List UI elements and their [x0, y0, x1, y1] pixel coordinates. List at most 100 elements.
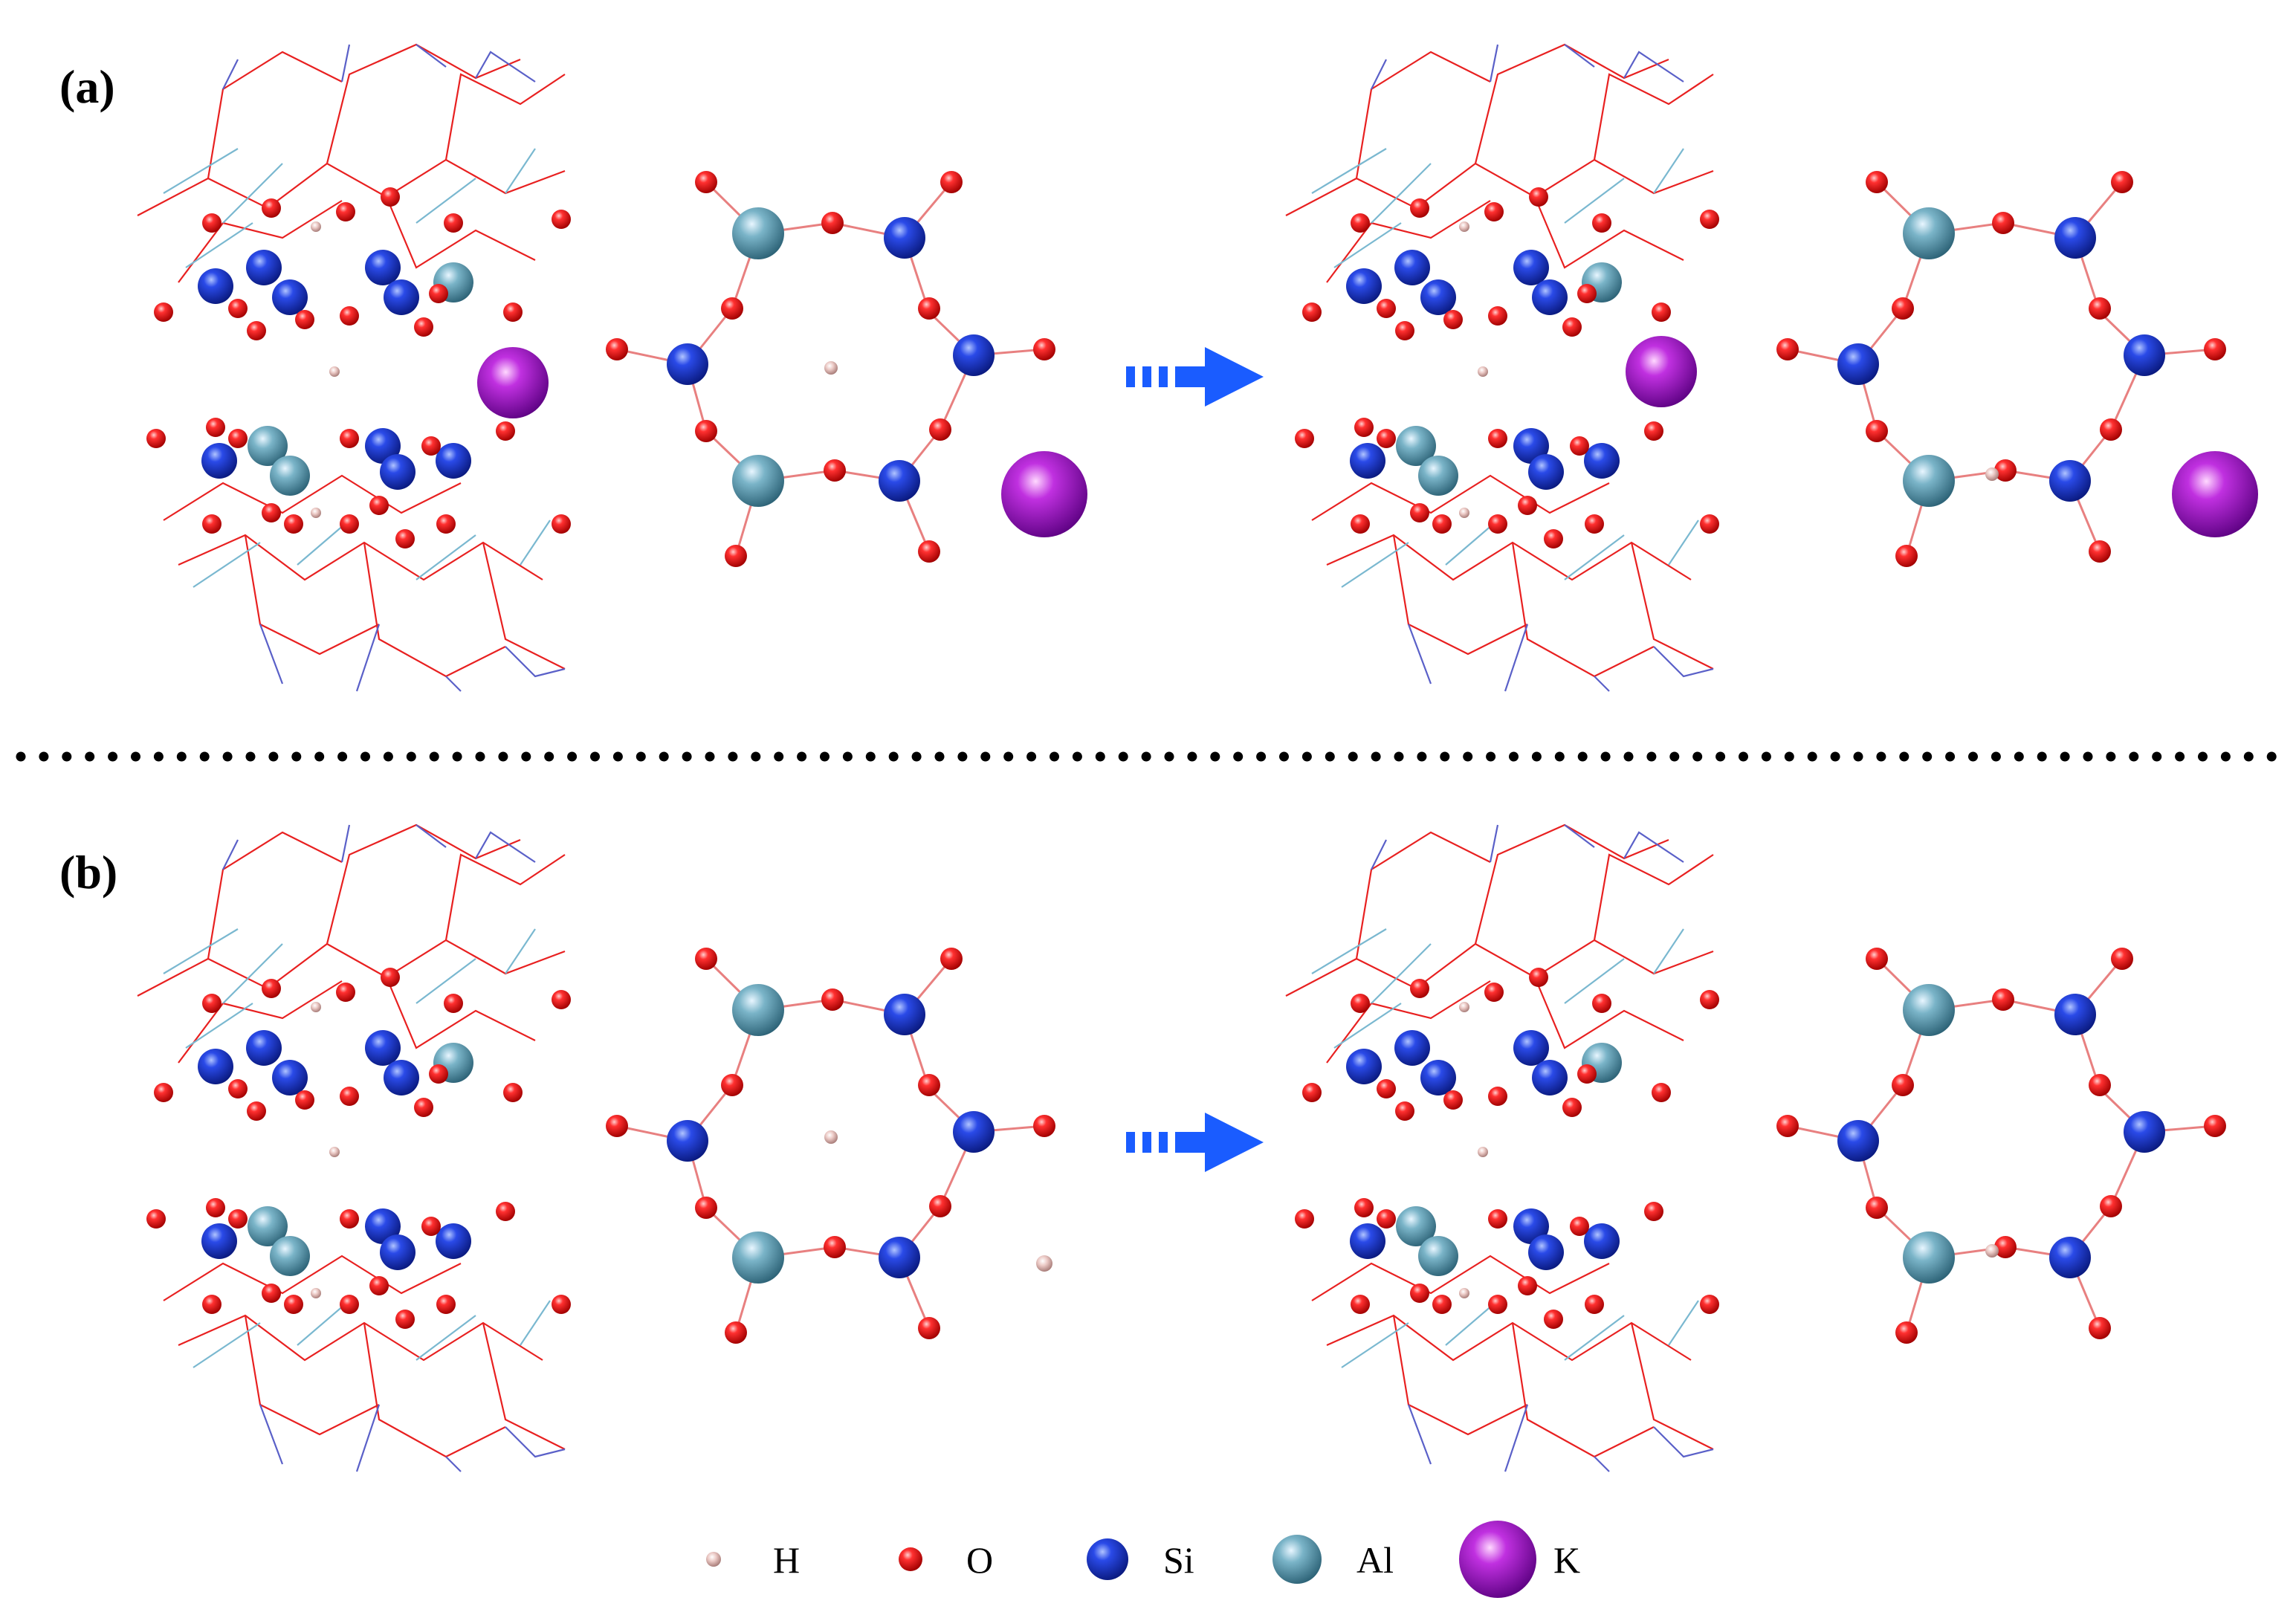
framework-wire	[137, 43, 566, 692]
legend-O-label: O	[966, 1539, 993, 1581]
separator-dot	[452, 751, 462, 762]
O-atom	[1377, 429, 1396, 448]
O-atom	[552, 210, 571, 229]
O-atom	[1488, 1209, 1507, 1229]
Si-atom	[1513, 1208, 1549, 1244]
O-atom	[1562, 317, 1582, 337]
separator-dot	[1784, 751, 1794, 762]
O-atom	[2204, 1115, 2226, 1137]
O-atom	[824, 1236, 846, 1258]
Al-atom	[1418, 456, 1458, 496]
Si-atom	[384, 279, 419, 315]
separator-dot	[659, 751, 669, 762]
separator-dot	[1715, 751, 1726, 762]
O-atom	[206, 418, 225, 437]
O-atom	[552, 990, 571, 1009]
Si-atom	[2049, 1237, 2091, 1278]
separator-dot	[1554, 751, 1565, 762]
separator-dot	[2198, 751, 2208, 762]
separator-dot	[1853, 751, 1863, 762]
H-atom	[311, 221, 321, 232]
O-atom	[202, 994, 221, 1013]
separator-dot	[1325, 751, 1335, 762]
O-atom	[2089, 540, 2111, 563]
separator-dot	[2014, 751, 2024, 762]
Si-atom	[1513, 428, 1549, 464]
H-atom	[1985, 467, 1999, 481]
separator-dot	[1577, 751, 1588, 762]
separator-dot	[1095, 751, 1105, 762]
O-atom	[202, 213, 221, 233]
O-atom	[262, 979, 281, 998]
O-atom	[1488, 306, 1507, 326]
O-atom	[2100, 418, 2122, 441]
legend-Si-label: Si	[1163, 1539, 1194, 1581]
Si-atom	[365, 250, 401, 285]
O-atom	[503, 302, 523, 322]
Si-atom	[1346, 1049, 1382, 1084]
O-atom	[154, 1083, 173, 1102]
O-atom	[262, 503, 281, 522]
O-atom	[146, 429, 166, 448]
separator-dot	[1807, 751, 1817, 762]
O-atom	[228, 1209, 248, 1229]
H-atom	[824, 1130, 838, 1144]
O-atom	[695, 1197, 717, 1219]
Al-atom	[1903, 1232, 1955, 1284]
O-atom	[1577, 1064, 1597, 1084]
Si-atom	[1532, 279, 1568, 315]
O-atom	[1484, 983, 1504, 1002]
separator-dot	[980, 751, 991, 762]
separator-dot	[1623, 751, 1634, 762]
Al-atom	[1903, 455, 1955, 507]
O-atom	[1994, 459, 2017, 482]
legend-H-label: H	[773, 1539, 800, 1581]
Si-atom	[884, 217, 925, 259]
transition-arrow-a	[1126, 347, 1264, 407]
H-atom	[1478, 366, 1488, 377]
legend: H O Si Al K	[706, 1521, 1580, 1598]
Si-atom	[884, 994, 925, 1035]
O-atom	[1354, 1198, 1374, 1217]
separator-dot	[797, 751, 807, 762]
H-atom	[1459, 1288, 1469, 1298]
separator-dot	[1141, 751, 1151, 762]
separator-dot	[1050, 751, 1059, 762]
cluster-structure-b-initial	[137, 823, 571, 1472]
Si-atom	[1837, 343, 1879, 385]
Si-atom	[272, 1060, 308, 1095]
O-atom	[228, 1079, 248, 1098]
Si-atom	[1528, 1234, 1564, 1270]
separator-dot	[222, 751, 233, 762]
separator-dot	[521, 751, 531, 762]
separator-dot	[314, 751, 325, 762]
separator-dot	[1371, 751, 1381, 762]
Si-atom	[1584, 443, 1620, 479]
separator-dot	[1876, 751, 1886, 762]
legend-O-swatch	[899, 1547, 922, 1571]
H-atom	[824, 361, 838, 375]
separator-dot	[1118, 751, 1128, 762]
separator-dot	[2243, 751, 2254, 762]
Si-atom	[272, 279, 308, 315]
separator-dot	[2083, 751, 2093, 762]
O-atom	[1892, 1074, 1914, 1096]
separator-dot	[1003, 751, 1014, 762]
H-atom	[1459, 221, 1469, 232]
O-atom	[1351, 514, 1370, 534]
O-atom	[1410, 1284, 1429, 1303]
Si-atom	[1513, 250, 1549, 285]
Al-atom	[248, 1206, 288, 1246]
O-atom	[1544, 529, 1563, 548]
separator-dot	[2037, 751, 2047, 762]
separator-dot	[1692, 751, 1703, 762]
ring-structure-b-final	[1776, 948, 2226, 1344]
O-atom	[1377, 1079, 1396, 1098]
O-atom	[284, 514, 303, 534]
O-atom	[1577, 284, 1597, 303]
separator-dot	[1531, 751, 1542, 762]
separator-dot	[590, 751, 600, 762]
O-atom	[1302, 302, 1322, 322]
Si-atom	[953, 1111, 995, 1153]
panel-b: (b)	[59, 823, 2226, 1472]
